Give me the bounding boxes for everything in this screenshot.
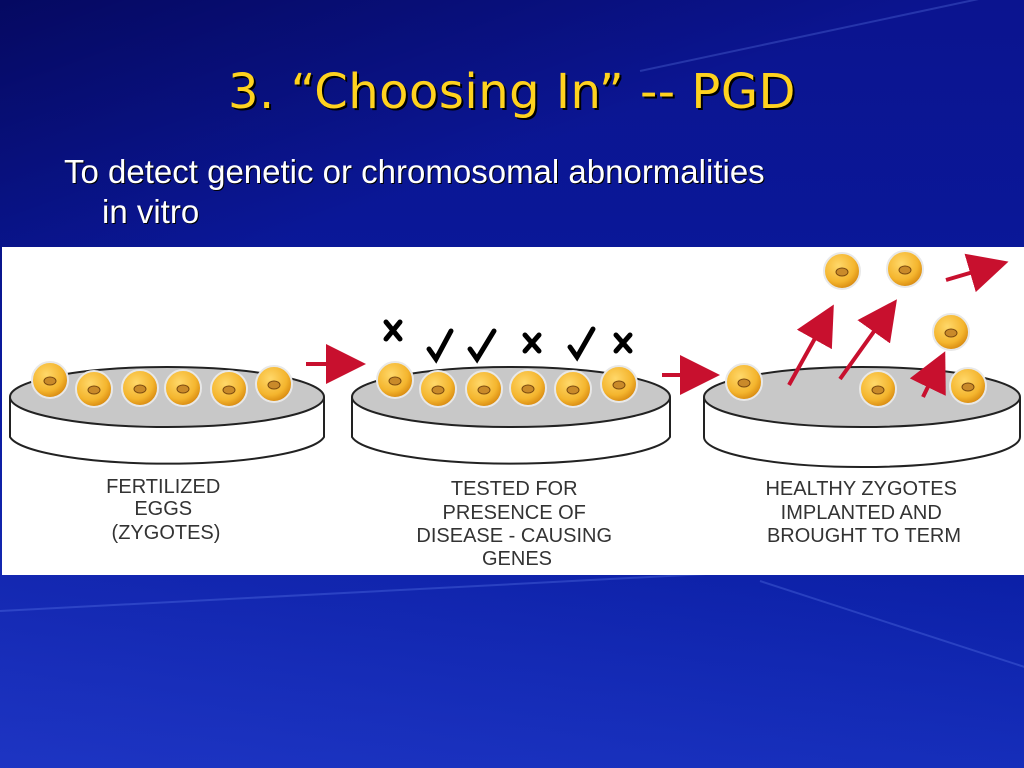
egg-icon xyxy=(376,361,414,399)
egg-icon xyxy=(823,252,861,290)
bullet-line-2: in vitro xyxy=(102,193,200,230)
stage3-label-line: IMPLANTED AND xyxy=(781,502,942,524)
egg-icon xyxy=(164,369,202,407)
egg-group-1 xyxy=(31,361,293,408)
stage1-label-line: FERTILIZED xyxy=(106,476,220,498)
stage1-label: FERTILIZED EGGS (ZYGOTES) xyxy=(106,476,226,544)
egg-icon xyxy=(859,370,897,408)
stage3-label: HEALTHY ZYGOTES IMPLANTED AND BROUGHT TO… xyxy=(765,478,962,547)
egg-icon xyxy=(210,370,248,408)
egg-icon xyxy=(886,250,924,288)
egg-icon xyxy=(121,369,159,407)
x-mark-icon xyxy=(383,319,403,342)
egg-icon xyxy=(725,363,763,401)
pgd-diagram-svg: FERTILIZED EGGS (ZYGOTES) TESTED FOR PRE… xyxy=(9,250,1021,570)
egg-icon xyxy=(949,367,987,405)
arrow-icon xyxy=(909,351,946,398)
arrow-icon xyxy=(945,253,1009,293)
bullet-text: To detect genetic or chromosomal abnorma… xyxy=(64,152,944,232)
stage2-label-line: TESTED FOR xyxy=(451,478,578,500)
x-mark-icon xyxy=(613,332,633,354)
egg-icon xyxy=(75,370,113,408)
stage3-label-line: HEALTHY ZYGOTES xyxy=(765,478,957,500)
bullet-line-1: To detect genetic or chromosomal abnorma… xyxy=(64,153,765,190)
test-marks xyxy=(383,319,633,364)
egg-icon xyxy=(600,365,638,403)
stage2-label-line: GENES xyxy=(482,548,552,570)
stage1-label-line: (ZYGOTES) xyxy=(112,522,221,544)
egg-group-3 xyxy=(725,250,987,408)
arrow-icon xyxy=(838,299,897,381)
slide-title: 3. “Choosing In” -- PGD xyxy=(228,64,796,120)
egg-icon xyxy=(509,369,547,407)
pgd-diagram: FERTILIZED EGGS (ZYGOTES) TESTED FOR PRE… xyxy=(2,247,1024,575)
egg-icon xyxy=(419,370,457,408)
x-mark-icon xyxy=(522,332,542,354)
stage2-label-line: DISEASE - CAUSING xyxy=(416,525,612,547)
stage3-label-line: BROUGHT TO TERM xyxy=(767,525,961,547)
stage2-label: TESTED FOR PRESENCE OF DISEASE - CAUSING… xyxy=(416,478,617,570)
egg-icon xyxy=(932,313,970,351)
stage2-label-line: PRESENCE OF xyxy=(443,502,586,524)
egg-icon xyxy=(465,370,503,408)
arrow-icon xyxy=(787,304,834,386)
checkmark-icon xyxy=(567,326,596,362)
egg-icon xyxy=(31,361,69,399)
egg-icon xyxy=(554,370,592,408)
stage1-label-line: EGGS xyxy=(134,498,192,520)
checkmark-icon xyxy=(426,328,454,364)
checkmark-icon xyxy=(467,328,497,364)
egg-group-2 xyxy=(376,361,638,408)
egg-icon xyxy=(255,365,293,403)
